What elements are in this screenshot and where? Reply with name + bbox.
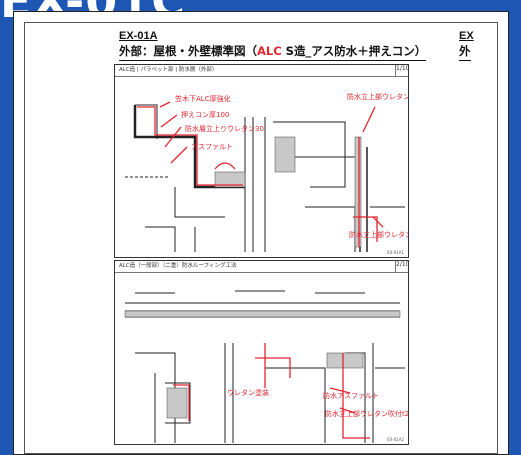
title-suffix: S造_アス防水＋押えコン） — [281, 44, 427, 58]
sheet-heading: ALC造 | パラペット部 | 防水層（外部） 1/10 — [115, 65, 409, 77]
detail-sheet-top: ALC造 | パラペット部 | 防水層（外部） 1/10 — [114, 64, 409, 258]
document-border — [24, 22, 498, 454]
drawing-title-right: 外 — [459, 43, 471, 61]
title-prefix: 外部：屋根・外壁標準図（ — [119, 44, 257, 58]
red-note: ウレタン塗装 — [227, 388, 269, 397]
red-note: アスファルト — [191, 143, 233, 151]
red-note: 防水アスファルト — [323, 391, 379, 400]
red-note: 防水立上部ウレタン吹付t25 L=900 — [349, 230, 408, 239]
sheet-footer: EX-01A1 — [387, 250, 404, 255]
red-note: 防水立上部ウレタン吹付t25 — [347, 92, 408, 101]
detail-sheet-bottom: ALC造（一般部）（二重）防水ルーフィング工法 2/10 — [114, 260, 409, 445]
red-note: 防水立上部ウレタン吹付t25 — [325, 409, 408, 418]
sheet-heading: ALC造（一般部）（二重）防水ルーフィング工法 2/10 — [115, 261, 409, 273]
red-note: 押えコン厚100 — [181, 110, 229, 119]
drawing-code: EX-01A — [119, 30, 158, 42]
red-note: 笠木下ALC厚強化 — [175, 94, 231, 103]
sheet-footer: EX-01A2 — [387, 437, 404, 442]
document-frame: EX-01A 外部：屋根・外壁標準図（ALC S造_アス防水＋押えコン） EX … — [13, 11, 509, 455]
drawing-title: 外部：屋根・外壁標準図（ALC S造_アス防水＋押えコン） — [119, 43, 427, 61]
drawing-code-right: EX — [459, 30, 474, 42]
red-note: 防水層立上りウレタン30 — [185, 124, 264, 133]
detail-drawing-bottom: ウレタン塗装 防水アスファルト 防水立上部ウレタン吹付t25 — [124, 290, 408, 443]
sheet-page: 2/10 — [395, 261, 409, 272]
detail-drawing-top: 笠木下ALC厚強化 押えコン厚100 防水層立上りウレタン30 アスファルト 防… — [125, 92, 408, 252]
sheet-page: 1/10 — [395, 65, 409, 76]
title-alc: ALC — [257, 44, 282, 58]
